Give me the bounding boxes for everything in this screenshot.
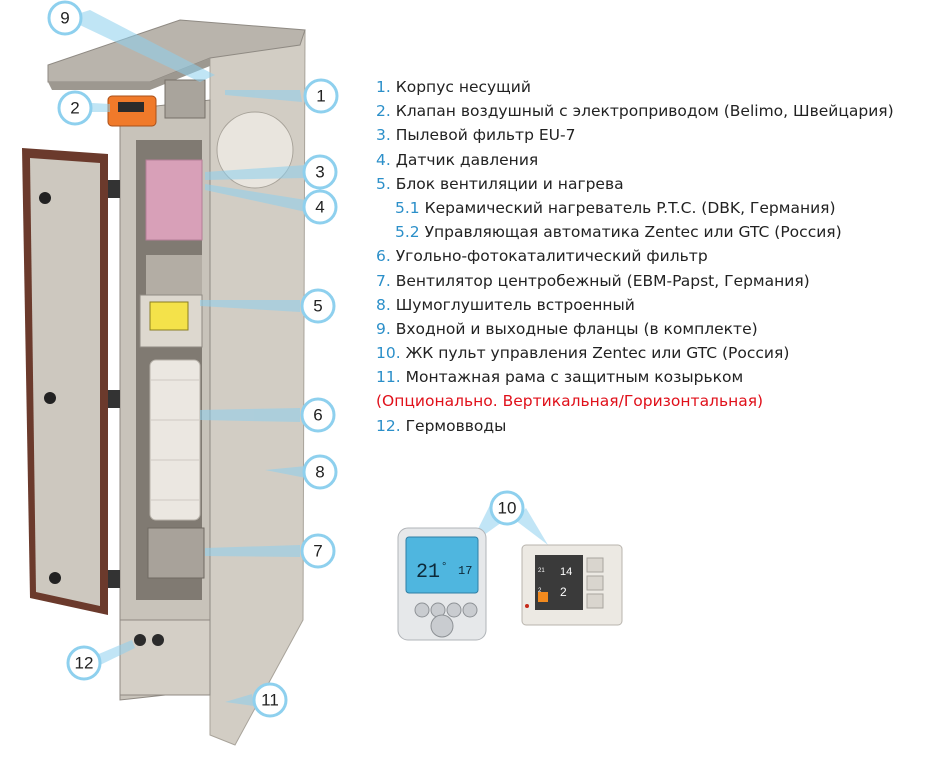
heater-block (146, 255, 202, 295)
remote-temp-unit: ° (442, 561, 446, 573)
legend-item: 10. ЖК пульт управления Zentec или GTC (… (376, 341, 936, 365)
legend-text: Клапан воздушный с электроприводом (Beli… (395, 102, 894, 121)
carbon-filter (149, 359, 201, 521)
callout-2: 2 (57, 90, 93, 126)
legend-item: 2. Клапан воздушный с электроприводом (B… (376, 99, 936, 123)
legend-text: Керамический нагреватель P.T.C. (DBK, Ге… (424, 198, 836, 217)
legend-number: 12. (376, 416, 401, 435)
legend-item: 9. Входной и выходные фланцы (в комплект… (376, 317, 936, 341)
callout-label: 1 (316, 87, 325, 106)
legend-note: (Опционально. Вертикальная/Горизонтальна… (376, 389, 936, 413)
unit-illustration (22, 19, 306, 746)
warning-label (149, 301, 189, 331)
legend-text: Управляющая автоматика Zentec или GTC (Р… (424, 223, 842, 242)
legend-text: Пылевой фильтр EU-7 (395, 126, 576, 145)
legend-text: Корпус несущий (395, 78, 531, 96)
callout-1: 1 (303, 78, 339, 114)
legend-number: 9. (376, 319, 391, 338)
legend-text: Шумоглушитель встроенный (395, 295, 635, 314)
remote-zentec: 21 ° 17 (397, 527, 487, 641)
remote-gtc: 14 2 21 2 (521, 544, 623, 626)
callout-label: 9 (60, 9, 69, 28)
legend-number: 5.1 (395, 198, 420, 217)
legend-item: 5.2 Управляющая автоматика Zentec или GT… (376, 220, 936, 244)
legend-item: 12. Гермовводы (376, 414, 936, 438)
legend-item: 5. Блок вентиляции и нагрева (376, 172, 936, 196)
callout-label: 10 (498, 499, 517, 518)
legend-item: 5.1 Керамический нагреватель P.T.C. (DBK… (376, 196, 936, 220)
legend-number: 11. (376, 368, 401, 387)
legend-item: 8. Шумоглушитель встроенный (376, 293, 936, 317)
callout-11: 11 (252, 682, 288, 718)
legend-number: 5. (376, 174, 391, 193)
callout-7: 7 (300, 533, 336, 569)
legend-text: Вентилятор центробежный (EBM-Papst, Герм… (395, 271, 810, 290)
legend-number: 8. (376, 295, 391, 314)
legend-item: 3. Пылевой фильтр EU-7 (376, 123, 936, 147)
callout-12: 12 (66, 645, 102, 681)
top-flange (164, 79, 206, 119)
callout-9: 9 (47, 0, 83, 36)
legend-item: 6. Угольно-фотокаталитический фильтр (376, 244, 936, 268)
callout-8: 8 (302, 454, 338, 490)
legend-number: 1. (376, 78, 391, 96)
legend-text: Монтажная рама с защитным козырьком (405, 368, 744, 387)
gtc-value-b: 2 (560, 585, 567, 599)
legend-item: 4. Датчик давления (376, 148, 936, 172)
legend-number: 6. (376, 247, 391, 266)
callouts: 9 2 1 3 4 5 6 8 7 12 11 10 (47, 0, 525, 718)
dust-filter (145, 159, 203, 241)
callout-4: 4 (302, 189, 338, 225)
callout-10: 10 (489, 490, 525, 526)
door-inner-panel (30, 158, 100, 606)
cable-gland (152, 634, 164, 646)
legend-text: ЖК пульт управления Zentec или GTC (Росс… (405, 344, 790, 363)
legend-text: Гермовводы (405, 416, 507, 435)
callout-label: 3 (315, 163, 324, 182)
legend-item: 1. Корпус несущий (376, 75, 936, 99)
legend-text: Блок вентиляции и нагрева (395, 174, 624, 193)
centrifugal-fan (147, 527, 205, 579)
callout-label: 2 (70, 99, 79, 118)
legend-number: 5.2 (395, 223, 420, 242)
legend-item: 7. Вентилятор центробежный (EBM-Papst, Г… (376, 269, 936, 293)
callout-label: 7 (313, 542, 322, 561)
legend-note-text: (Опционально. Вертикальная/Горизонтальна… (376, 392, 764, 411)
remote-temp-main: 21 (416, 561, 440, 584)
legend-item: 11. Монтажная рама с защитным козырьком (376, 365, 936, 389)
callout-label: 11 (261, 691, 279, 710)
gtc-value-d: 2 (538, 588, 542, 594)
cable-gland (134, 634, 146, 646)
legend-number: 3. (376, 126, 391, 145)
callout-label: 8 (315, 463, 324, 482)
callout-6: 6 (300, 397, 336, 433)
legend-number: 7. (376, 271, 391, 290)
callout-label: 12 (75, 654, 94, 673)
callout-5: 5 (300, 288, 336, 324)
legend-text: Угольно-фотокаталитический фильтр (395, 247, 708, 266)
callout-pointers (65, 10, 548, 706)
base (119, 619, 211, 696)
legend-text: Датчик давления (395, 150, 539, 169)
gtc-value-c: 21 (538, 568, 545, 574)
legend-number: 10. (376, 344, 401, 363)
callout-3: 3 (302, 154, 338, 190)
remote-temp-sub: 17 (458, 564, 472, 578)
legend-number: 4. (376, 150, 391, 169)
legend-number: 2. (376, 102, 391, 121)
callout-label: 5 (313, 297, 322, 316)
gtc-value-a: 14 (560, 566, 572, 578)
legend-text: Входной и выходные фланцы (в комплекте) (395, 319, 758, 338)
callout-label: 6 (313, 406, 322, 425)
callout-label: 4 (315, 198, 324, 217)
